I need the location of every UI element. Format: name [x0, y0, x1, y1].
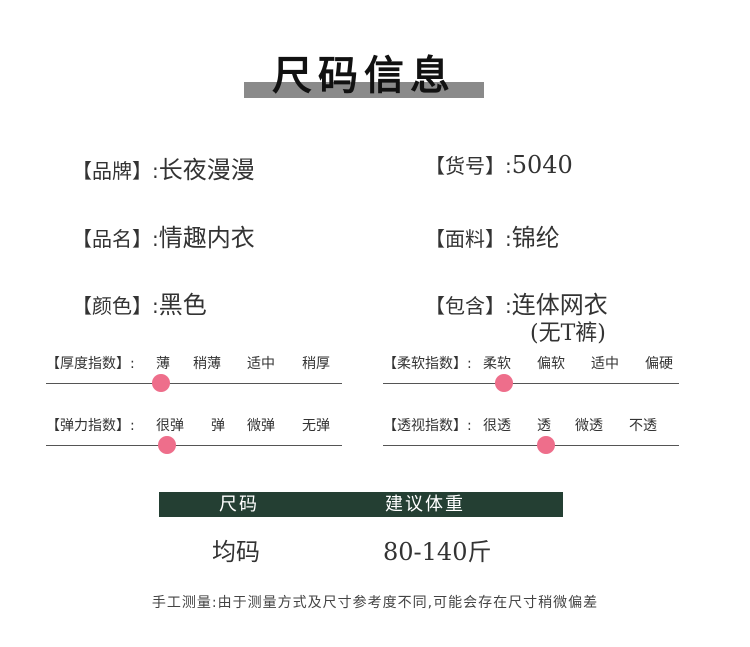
- size-table-cell-weight: 80-140斤: [383, 538, 492, 566]
- scale-transparency-option: 微透: [575, 418, 603, 434]
- scale-softness-option: 柔软: [483, 356, 511, 372]
- scale-thickness-option: 薄: [156, 356, 170, 372]
- scale-softness-label: 【柔软指数】:: [383, 356, 472, 372]
- info-fabric: 【面料】:锦纶: [425, 218, 560, 253]
- info-item-no-value: 5040: [511, 151, 573, 179]
- scale-elasticity-option: 弹: [211, 418, 225, 434]
- scale-softness-track: [383, 383, 679, 384]
- scale-thickness-option: 适中: [247, 356, 275, 372]
- size-table-header: 尺码 建议体重: [159, 492, 563, 517]
- scale-elasticity-option: 很弹: [156, 418, 184, 434]
- scale-elasticity-marker: [158, 436, 177, 454]
- scale-softness: 【柔软指数】: 柔软 偏软 适中 偏硬: [383, 353, 683, 403]
- page-title: 尺码信息: [272, 53, 456, 99]
- scale-transparency-option: 透: [537, 418, 551, 434]
- scale-thickness: 【厚度指数】: 薄 稍薄 适中 稍厚: [46, 353, 346, 403]
- scale-softness-option: 偏硬: [645, 356, 673, 372]
- scale-thickness-label: 【厚度指数】:: [46, 356, 135, 372]
- scale-elasticity-track: [46, 445, 342, 446]
- scale-transparency-option: 不透: [629, 418, 657, 434]
- info-brand: 【品牌】:长夜漫漫: [72, 150, 255, 185]
- scale-softness-option: 偏软: [537, 356, 565, 372]
- measurement-note: 手工测量:由于测量方式及尺寸参考度不同,可能会存在尺寸稍微偏差: [151, 595, 599, 611]
- info-item-no: 【货号】:5040: [425, 150, 573, 179]
- info-includes-value: 连体网衣: [511, 291, 608, 319]
- info-includes-label: 【包含】:: [425, 294, 512, 318]
- scale-elasticity: 【弹力指数】: 很弹 弹 微弹 无弹: [46, 415, 346, 465]
- info-name-label: 【品名】:: [72, 227, 159, 251]
- scale-elasticity-option: 无弹: [302, 418, 330, 434]
- scale-softness-marker: [495, 374, 514, 392]
- scale-thickness-marker: [152, 374, 171, 392]
- scale-thickness-track: [46, 383, 342, 384]
- scale-transparency-marker: [536, 436, 555, 454]
- size-table-cell-size: 均码: [212, 538, 260, 566]
- info-color-value: 黑色: [158, 291, 207, 319]
- scale-softness-option: 适中: [591, 356, 619, 372]
- title-underline-bar: [244, 82, 484, 98]
- scale-transparency-label: 【透视指数】:: [383, 418, 472, 434]
- title-block: 尺码信息: [244, 52, 484, 100]
- info-name-value: 情趣内衣: [158, 224, 255, 252]
- info-fabric-value: 锦纶: [511, 224, 560, 252]
- scale-thickness-option: 稍薄: [193, 356, 221, 372]
- info-brand-label: 【品牌】:: [72, 159, 159, 183]
- scale-thickness-option: 稍厚: [302, 356, 330, 372]
- info-name: 【品名】:情趣内衣: [72, 218, 255, 253]
- size-table-header-size: 尺码: [219, 494, 259, 515]
- size-table-header-weight: 建议体重: [385, 494, 465, 515]
- info-includes-note: (无T裤): [530, 321, 606, 346]
- scale-transparency-track: [383, 445, 679, 446]
- info-color: 【颜色】:黑色: [72, 285, 207, 320]
- scale-transparency-option: 很透: [483, 418, 511, 434]
- info-includes: 【包含】:连体网衣 (无T裤): [425, 285, 608, 346]
- scale-transparency: 【透视指数】: 很透 透 微透 不透: [383, 415, 683, 465]
- info-fabric-label: 【面料】:: [425, 227, 512, 251]
- info-color-label: 【颜色】:: [72, 294, 159, 318]
- info-brand-value: 长夜漫漫: [158, 156, 255, 184]
- info-item-no-label: 【货号】:: [425, 154, 512, 178]
- scale-elasticity-label: 【弹力指数】:: [46, 418, 135, 434]
- scale-elasticity-option: 微弹: [247, 418, 275, 434]
